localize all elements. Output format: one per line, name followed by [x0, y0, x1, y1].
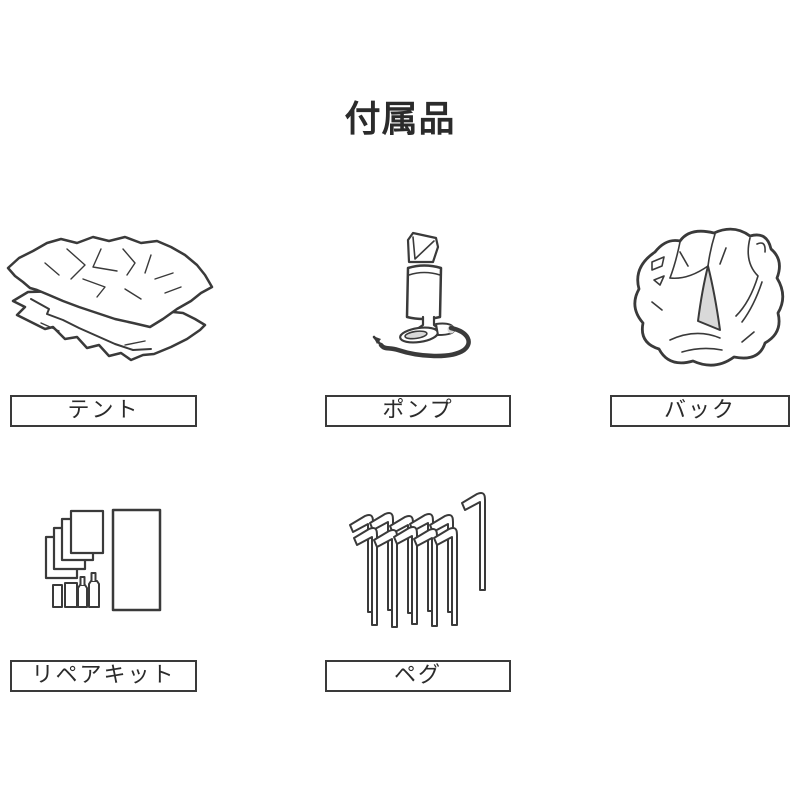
item-tent: [5, 227, 217, 375]
label-box-pegs: ペグ: [325, 660, 511, 692]
item-repair-kit: [40, 504, 166, 616]
item-pegs: [339, 486, 497, 636]
label-box-repair-kit: リペアキット: [10, 660, 197, 692]
repair-kit-icon: [44, 508, 162, 612]
item-pump: [372, 228, 477, 360]
item-label-tent: テント: [67, 398, 140, 423]
label-box-bag: バック: [610, 395, 790, 427]
item-label-pump: ポンプ: [382, 398, 454, 423]
item-label-repair-kit: リペアキット: [31, 663, 176, 688]
label-box-pump: ポンプ: [325, 395, 511, 427]
page-title: 付属品: [344, 99, 456, 140]
item-label-bag: バック: [663, 398, 736, 423]
carry-bag-icon: [633, 227, 785, 367]
tent-pegs-icon: [349, 492, 486, 628]
item-bag: [622, 222, 790, 375]
item-label-pegs: ペグ: [393, 663, 442, 688]
hand-pump-icon: [372, 231, 471, 359]
label-box-tent: テント: [10, 395, 197, 427]
folded-tent-icon: [6, 235, 214, 362]
